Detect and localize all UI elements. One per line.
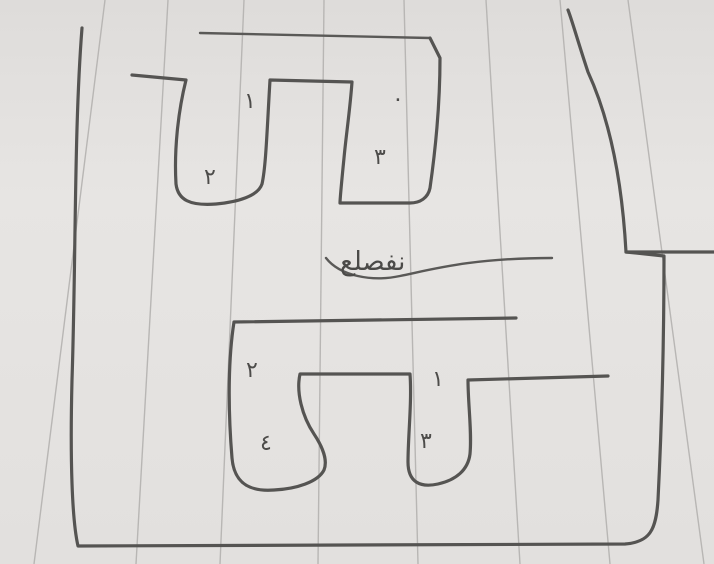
ruling-line (486, 0, 520, 564)
upper-bar (200, 33, 430, 38)
label-lower-right-top: ١ (432, 367, 444, 392)
lower-left-tooth (229, 318, 608, 490)
ruling-line (318, 0, 324, 564)
label-upper-right-bottom: ٣ (374, 145, 386, 170)
notebook-ruling-lines (34, 0, 704, 564)
label-lower-right-bottom: ٣ (420, 429, 432, 454)
ruling-line (404, 0, 418, 564)
upper-left-tooth (132, 38, 440, 204)
label-upper-left-bottom: ٢ (204, 165, 216, 190)
ruling-line (560, 0, 610, 564)
ruling-line (628, 0, 704, 564)
label-lower-left-bottom: ٤ (260, 431, 272, 456)
label-upper-left-top: ١ (244, 89, 256, 114)
ruling-line (136, 0, 168, 564)
ruling-line (34, 0, 105, 564)
center-label: نفصلع (340, 247, 405, 277)
label-upper-right-top: ٠ (392, 87, 404, 112)
label-lower-left-top: ٢ (246, 358, 258, 383)
